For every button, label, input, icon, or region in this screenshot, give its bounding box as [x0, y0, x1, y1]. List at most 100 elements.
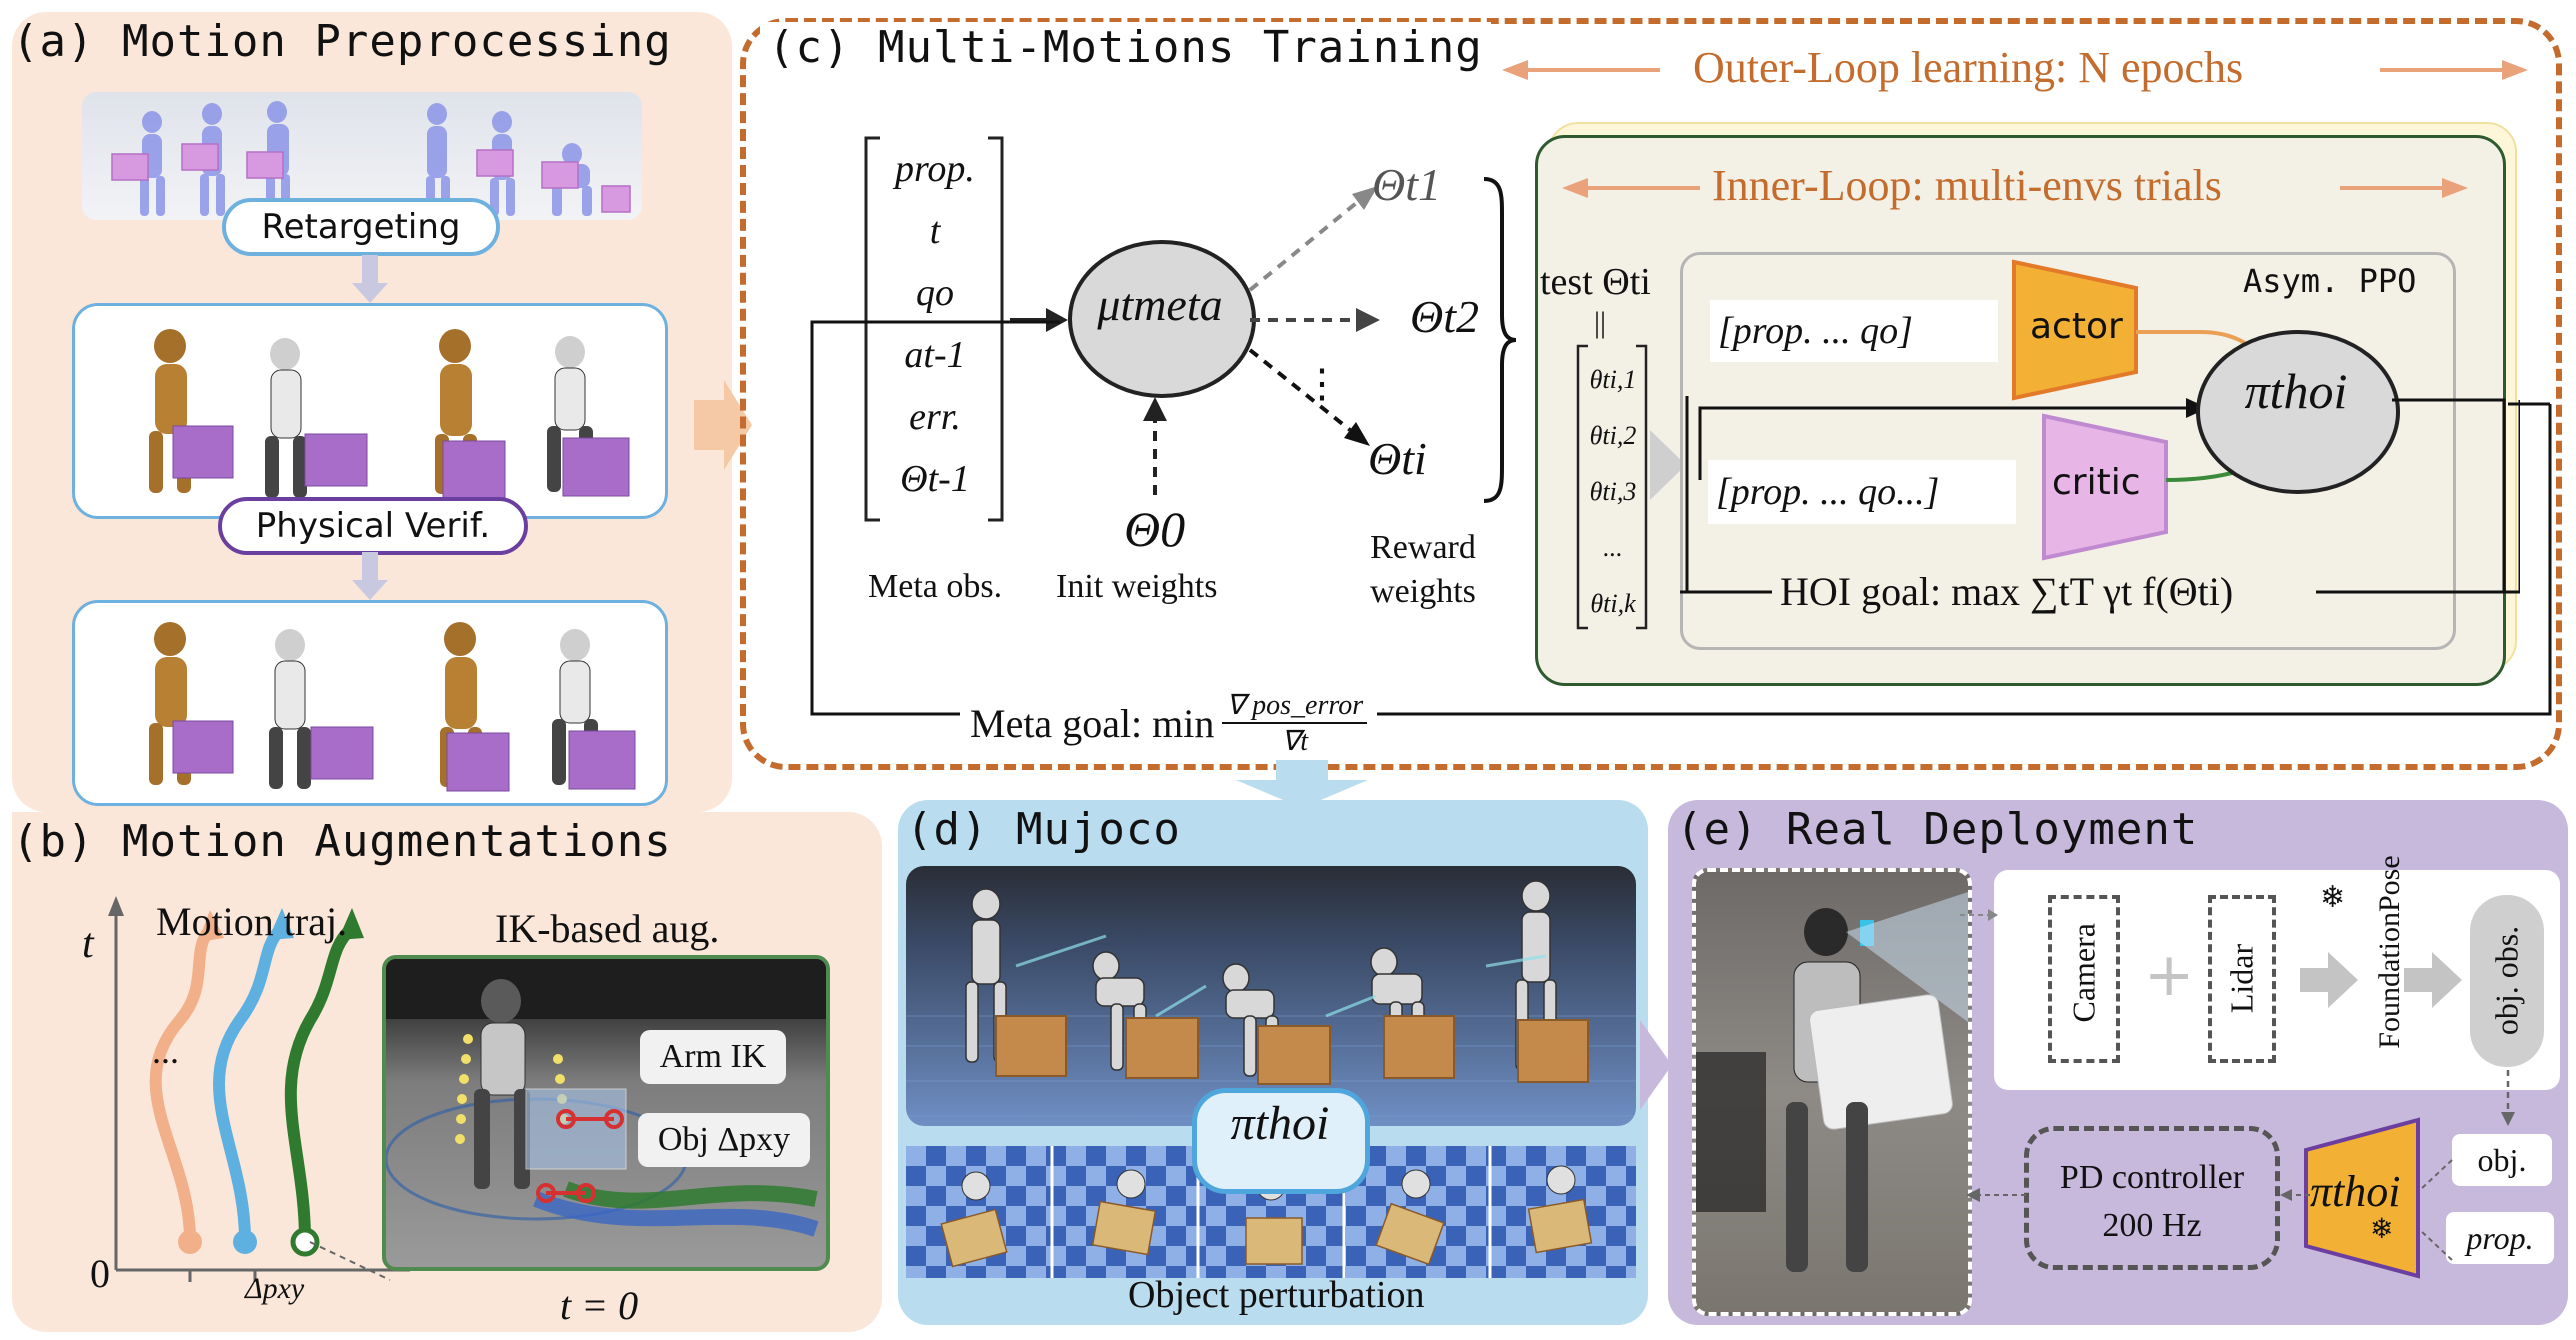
theta-vector-bracket: [1576, 344, 1648, 630]
critic-network: [2042, 413, 2168, 561]
vdots: ⋮: [1302, 361, 1342, 406]
meta-obs-bracket: [864, 136, 1004, 522]
meta-obs-item: Θt-1: [900, 458, 970, 500]
real-robot-figure: [1696, 892, 1968, 1272]
perception-box: [1994, 870, 2560, 1090]
critic-label: critic: [2052, 462, 2141, 503]
ik-robot-scene: [386, 959, 826, 1237]
traj-ellipsis: ...: [152, 1031, 179, 1071]
object-perturbation-label: Object perturbation: [1128, 1274, 1425, 1316]
real-robot-photo: [1692, 868, 1972, 1316]
theta0-arrow: [1143, 397, 1167, 495]
arrow-right-icon: [1650, 430, 1686, 500]
arrow-right-icon: [2404, 952, 2462, 1008]
arrow-right-icon: [2300, 952, 2358, 1008]
hoi-goal-label: HOI goal: max ∑tT γt f(Θti): [1772, 568, 2242, 615]
hoi-policy-label: πthoi: [2244, 363, 2348, 419]
pd-controller-box: [2024, 1126, 2280, 1270]
meta-policy-label: μtmeta: [1097, 279, 1223, 330]
lidar-box: [2208, 895, 2276, 1063]
test-theta-label: test Θti: [1540, 261, 1651, 303]
mujoco-policy-label: πthoi: [1230, 1097, 1330, 1150]
theta-vector-item: θti,k: [1590, 589, 1636, 618]
meta-obs-item: prop.: [895, 148, 975, 190]
theta-output-i: Θti: [1368, 433, 1427, 484]
retarget-source-image: [82, 92, 642, 220]
lidar-label: Lidar: [2223, 943, 2260, 1014]
real-policy-network: [2304, 1117, 2420, 1279]
snowflake-icon: ❄: [2320, 880, 2346, 915]
mujoco-robots: [906, 880, 1636, 1117]
delta-pxy-label: Δpxy: [245, 1272, 305, 1305]
camera-box: [2048, 895, 2120, 1063]
asym-ppo-label: Asym. PPO: [2243, 262, 2417, 300]
outer-loop-arrows: [1502, 60, 2528, 80]
perturbation-frames: [940, 1146, 1593, 1278]
actor-obs: [prop. ... qo]: [1710, 300, 1998, 362]
init-weights-label: Init weights: [1056, 568, 1218, 605]
panel-d-title: (d) Mujoco: [906, 804, 1181, 855]
retargeting-label: Retargeting: [222, 198, 500, 256]
meta-obs-list: prop. t qo at-1 err. Θt-1: [870, 138, 1000, 510]
meta-goal-prefix: Meta goal: min: [970, 700, 1215, 746]
motion-traj-plot: [108, 896, 410, 1282]
brace-icon: [1483, 177, 1517, 503]
human-motion-figures: [111, 101, 631, 216]
theta-vector-item: ...: [1603, 533, 1623, 562]
obj-obs-box: [2470, 895, 2544, 1067]
meta-goal: Meta goal: min ∇ pos_error ∇t: [960, 688, 1378, 758]
meta-goal-loop: [810, 320, 2552, 716]
real-policy-label: πthoi: [2310, 1167, 2401, 1216]
panel-c-title: (c) Multi-Motions Training: [760, 22, 1491, 73]
theta-output-1: Θt1: [1372, 159, 1441, 210]
snowflake-icon: ❄: [2370, 1212, 2394, 1245]
hoi-feedback-line: [2392, 398, 2506, 594]
pd-frequency-label: 200 Hz: [2102, 1207, 2202, 1244]
perception-link: [1960, 909, 1998, 921]
pd-controller-label: PD controller: [2059, 1159, 2245, 1196]
meta-obs-label: Meta obs.: [868, 568, 1003, 605]
arrow-down-icon: [352, 552, 388, 600]
obj-obs-label: obj. obs.: [2488, 925, 2525, 1036]
outer-loop-label: Outer-Loop learning: N epochs: [1693, 43, 2244, 92]
outer-loop-frame: [740, 18, 2562, 770]
mujoco-policy-node: [1192, 1088, 1370, 1194]
arrow-left-icon: [1966, 1188, 2026, 1202]
obj-delta-label: Obj Δpxy: [638, 1113, 810, 1167]
inner-loop-arrows: [1562, 178, 2468, 198]
robot-figures-1: [149, 329, 630, 500]
arrow-right-icon: [694, 380, 752, 470]
arrow-right-icon: [1010, 308, 1068, 332]
theta-vector-item: θti,3: [1589, 477, 1637, 506]
panel-a-title: (a) Motion Preprocessing: [12, 16, 672, 67]
meta-goal-numerator: ∇ pos_error: [1222, 688, 1368, 724]
ik-aug-label: IK-based aug.: [495, 906, 720, 951]
meta-obs-item: err.: [909, 396, 961, 438]
actor-network: [2012, 259, 2138, 401]
critic-obs: [prop. ... qo...]: [1708, 460, 2016, 524]
theta0-label: Θ0: [1124, 501, 1186, 557]
prop-input-label: prop.: [2446, 1212, 2554, 1264]
mujoco-scene: [906, 866, 1636, 1126]
axis-zero-label: 0: [90, 1251, 110, 1296]
axis-t-label: t: [82, 921, 94, 967]
camera-label: Camera: [2065, 923, 2102, 1023]
arrow-down-icon: [352, 255, 388, 303]
plus-sign: +: [2144, 940, 2195, 1010]
equals-sign: ||: [1594, 306, 1607, 339]
arrow-left-icon: [2280, 1189, 2310, 1201]
t-zero-label: t = 0: [560, 1283, 639, 1328]
arrow-down-icon: [1236, 760, 1368, 808]
arrow-right-icon: [1640, 1020, 1672, 1110]
arrow-down-icon: [2501, 1070, 2515, 1126]
inner-loop-label: Inner-Loop: multi-envs trials: [1712, 161, 2222, 210]
theta-vector-item: θti,1: [1589, 365, 1637, 394]
panel-e-title: (e) Real Deployment: [1676, 804, 2199, 855]
mu-output-arrows: [1248, 186, 1380, 446]
motion-traj-label: Motion traj.: [156, 899, 348, 944]
theta-vector-item: θti,2: [1589, 421, 1637, 450]
arm-ik-label: Arm IK: [640, 1030, 786, 1084]
theta-output-2: Θt2: [1410, 291, 1479, 342]
hoi-policy-node: [2196, 330, 2400, 494]
actor-label: actor: [2030, 306, 2123, 347]
